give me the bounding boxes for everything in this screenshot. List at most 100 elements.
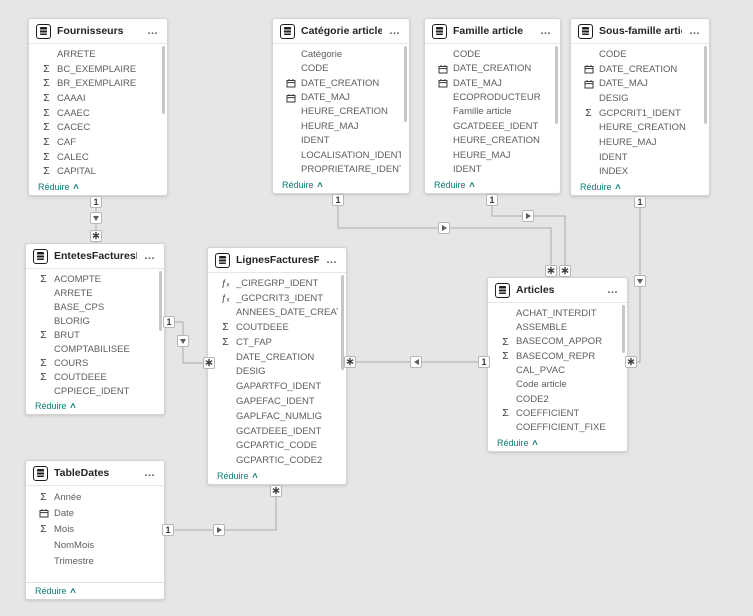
table-card-header[interactable]: Sous-famille article… [571, 19, 709, 44]
table-card-entetes[interactable]: EntetesFacturesFourniss...… ΣACOMPTEARRET… [25, 243, 165, 415]
collapse-link[interactable]: Réduire∧ [425, 177, 560, 193]
filter-direction-arrow[interactable] [410, 356, 422, 368]
field-row[interactable]: GCATDEEE_IDENT [425, 119, 560, 133]
field-row[interactable]: DESIG [208, 365, 346, 380]
collapse-link[interactable]: Réduire∧ [488, 435, 627, 451]
cardinality-badge-one[interactable]: 1 [486, 194, 498, 206]
field-row[interactable]: CODE [273, 61, 409, 75]
field-row[interactable]: ECOPRODUCTEUR [425, 90, 560, 104]
table-card-header[interactable]: LignesFacturesFourniss...… [208, 248, 346, 273]
field-row[interactable]: NomMois [26, 537, 164, 553]
filter-direction-arrow[interactable] [177, 335, 189, 347]
field-row[interactable]: IDENT [273, 134, 409, 148]
scrollbar-thumb[interactable] [162, 46, 165, 114]
field-row[interactable]: GCPARTIC_CODE2 [208, 453, 346, 468]
field-row[interactable]: CPPIECE_IDENT [26, 384, 164, 398]
scrollbar-thumb[interactable] [404, 46, 407, 122]
field-row[interactable]: ACHAT_INTERDIT [488, 306, 627, 320]
more-options-button[interactable]: … [144, 249, 156, 262]
cardinality-badge-many[interactable]: ∗ [270, 484, 282, 497]
field-row[interactable]: PROPRIETAIRE_IDENT [273, 163, 409, 177]
filter-direction-arrow[interactable] [522, 210, 534, 222]
field-row[interactable]: DATE_CREATION [208, 350, 346, 365]
field-row[interactable]: DATE_CREATION [273, 76, 409, 90]
field-row[interactable]: DATE_MAJ [571, 76, 709, 91]
collapse-link[interactable]: Réduire∧ [273, 177, 409, 193]
more-options-button[interactable]: … [144, 466, 156, 479]
cardinality-badge-many[interactable]: ∗ [545, 264, 557, 277]
more-options-button[interactable]: … [540, 24, 552, 37]
field-row[interactable]: GAPARTFO_IDENT [208, 379, 346, 394]
field-row[interactable]: INDEX [571, 164, 709, 179]
field-row[interactable]: BLORIG [26, 314, 164, 328]
field-row[interactable]: Catégorie [273, 47, 409, 61]
table-card-header[interactable]: EntetesFacturesFourniss...… [26, 244, 164, 269]
table-card-header[interactable]: Famille article… [425, 19, 560, 44]
field-row[interactable]: DATE_MAJ [273, 90, 409, 104]
field-row[interactable]: Date [26, 505, 164, 521]
field-row[interactable]: BASE_CPS [26, 300, 164, 314]
cardinality-badge-one[interactable]: 1 [478, 356, 490, 368]
field-row[interactable]: ASSEMBLE [488, 320, 627, 334]
field-row[interactable]: Code article [488, 378, 627, 392]
field-row[interactable]: DATE_CREATION [425, 61, 560, 75]
filter-direction-arrow[interactable] [90, 212, 102, 224]
more-options-button[interactable]: … [607, 283, 619, 296]
cardinality-badge-many[interactable]: ∗ [90, 229, 102, 242]
field-row[interactable]: HEURE_MAJ [571, 135, 709, 150]
relationship-line-r4[interactable] [337, 194, 552, 277]
field-row[interactable]: ƒₓ_CIREGRP_IDENT [208, 276, 346, 291]
table-card-header[interactable]: Fournisseurs… [29, 19, 167, 44]
field-row[interactable]: DESIG [571, 91, 709, 106]
table-card-header[interactable]: Catégorie article… [273, 19, 409, 44]
field-row[interactable]: LOCALISATION_IDENT [273, 148, 409, 162]
field-row[interactable]: HEURE_CREATION [273, 105, 409, 119]
cardinality-badge-one[interactable]: 1 [90, 196, 102, 208]
table-card-sousfamille[interactable]: Sous-famille article…CODEDATE_CREATIONDA… [570, 18, 710, 196]
cardinality-badge-many[interactable]: ∗ [559, 264, 571, 277]
cardinality-badge-many[interactable]: ∗ [344, 355, 356, 368]
collapse-link[interactable]: Réduire∧ [26, 582, 164, 599]
cardinality-badge-one[interactable]: 1 [634, 196, 646, 208]
scrollbar-thumb[interactable] [555, 46, 558, 124]
cardinality-badge-one[interactable]: 1 [163, 316, 175, 328]
collapse-link[interactable]: Réduire∧ [571, 179, 709, 195]
field-row[interactable]: GAPLFAC_NUMLIG [208, 409, 346, 424]
field-row[interactable]: ARRETE [26, 286, 164, 300]
filter-direction-arrow[interactable] [438, 222, 450, 234]
table-card-lignes[interactable]: LignesFacturesFourniss...… ƒₓ_CIREGRP_IDE… [207, 247, 347, 485]
more-options-button[interactable]: … [689, 24, 701, 37]
cardinality-badge-many[interactable]: ∗ [625, 355, 637, 368]
scrollbar-thumb[interactable] [704, 46, 707, 124]
filter-direction-arrow[interactable] [213, 524, 225, 536]
table-card-header[interactable]: TableDates… [26, 461, 164, 486]
field-row[interactable]: CODE [571, 47, 709, 62]
field-row[interactable]: Famille article [425, 105, 560, 119]
field-row[interactable]: CODE2 [488, 392, 627, 406]
collapse-link[interactable]: Réduire∧ [26, 398, 164, 414]
collapse-link[interactable]: Réduire∧ [29, 179, 167, 195]
more-options-button[interactable]: … [389, 24, 401, 37]
field-row[interactable]: IDENT [571, 150, 709, 165]
